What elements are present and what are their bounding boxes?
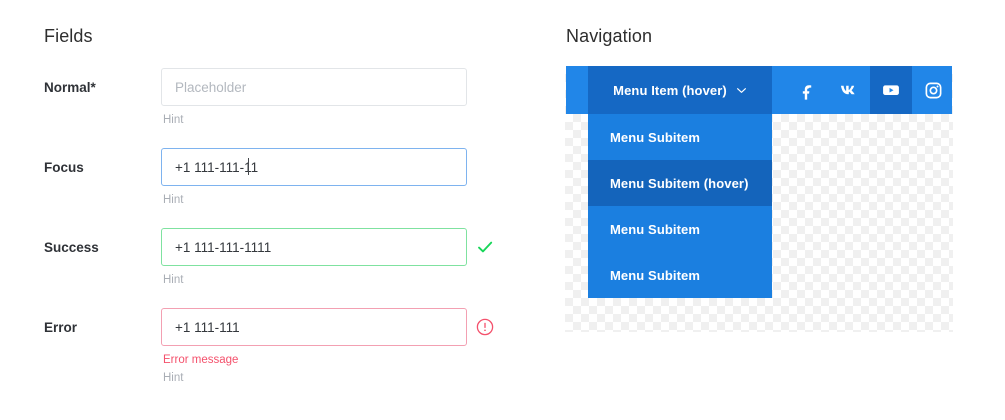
field-hint-success: Hint [163,274,184,286]
field-label-error: Error [44,320,78,335]
field-label-normal: Normal* [44,80,96,95]
dropdown-item-1[interactable]: Menu Subitem [588,114,772,160]
nav-menu-item[interactable]: Menu Item (hover) [588,66,772,114]
nav-dropdown-menu: Menu Subitem Menu Subitem (hover) Menu S… [588,114,772,298]
instagram-icon[interactable] [912,66,954,114]
youtube-icon[interactable] [870,66,912,114]
field-label-focus: Focus [44,160,84,175]
field-label-success: Success [44,240,99,255]
dropdown-item-label: Menu Subitem [610,129,701,145]
facebook-icon[interactable] [786,66,828,114]
field-input-normal[interactable] [161,68,467,106]
field-input-success[interactable] [161,228,467,266]
chevron-down-icon [736,85,747,96]
dropdown-item-label: Menu Subitem [610,221,701,237]
dropdown-item-2[interactable]: Menu Subitem (hover) [588,160,772,206]
text-caret [248,158,249,175]
nav-menu-item-label: Menu Item (hover) [613,82,727,98]
dropdown-item-4[interactable]: Menu Subitem [588,252,772,298]
navigation-section-title: Navigation [566,26,653,46]
field-hint-error: Hint [163,372,184,384]
field-input-error[interactable] [161,308,467,346]
dropdown-item-label: Menu Subitem (hover) [610,175,749,191]
check-icon [476,238,494,256]
dropdown-item-3[interactable]: Menu Subitem [588,206,772,252]
field-error-message: Error message [163,354,239,366]
dropdown-item-label: Menu Subitem [610,267,701,283]
field-hint-normal: Hint [163,114,184,126]
fields-section-title: Fields [44,26,93,46]
field-hint-focus: Hint [163,194,184,206]
exclamation-circle-icon [476,318,494,336]
field-input-focus[interactable] [161,148,467,186]
fields-section: Fields Normal* Hint Focus Hint Success H… [44,26,494,384]
vk-icon[interactable] [828,66,870,114]
